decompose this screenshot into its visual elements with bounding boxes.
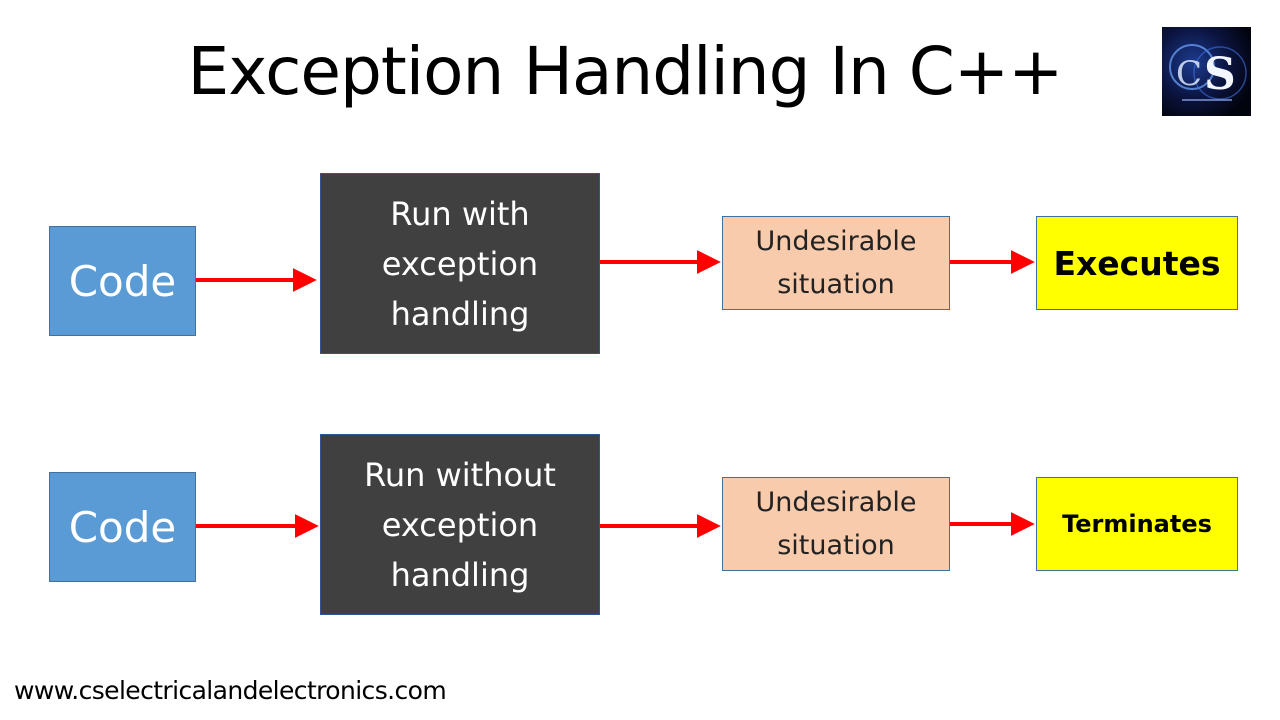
logo: C S: [1162, 27, 1251, 116]
code-label-1: Code: [68, 256, 177, 306]
website-footer: www.cselectricalandelectronics.com: [14, 676, 447, 705]
code-label-2: Code: [68, 502, 177, 552]
run-label-1: Run with exception handling: [381, 194, 539, 333]
result-label-1: Executes: [1053, 243, 1221, 283]
run-without-exception-handling-box: Run without exception handling: [320, 434, 600, 615]
undesirable-situation-box-2: Undesirable situation: [722, 477, 950, 571]
svg-text:C: C: [1176, 54, 1202, 94]
result-label-2: Terminates: [1062, 510, 1212, 538]
executes-box: Executes: [1036, 216, 1238, 310]
undesirable-label-2: Undesirable situation: [755, 487, 917, 561]
run-with-exception-handling-box: Run with exception handling: [320, 173, 600, 354]
undesirable-situation-box-1: Undesirable situation: [722, 216, 950, 310]
terminates-box: Terminates: [1036, 477, 1238, 571]
code-box-1: Code: [49, 226, 196, 336]
page-title: Exception Handling In C++: [187, 33, 1064, 110]
run-label-2: Run without exception handling: [364, 455, 556, 594]
code-box-2: Code: [49, 472, 196, 582]
undesirable-label-1: Undesirable situation: [755, 226, 917, 300]
svg-text:S: S: [1204, 49, 1236, 100]
